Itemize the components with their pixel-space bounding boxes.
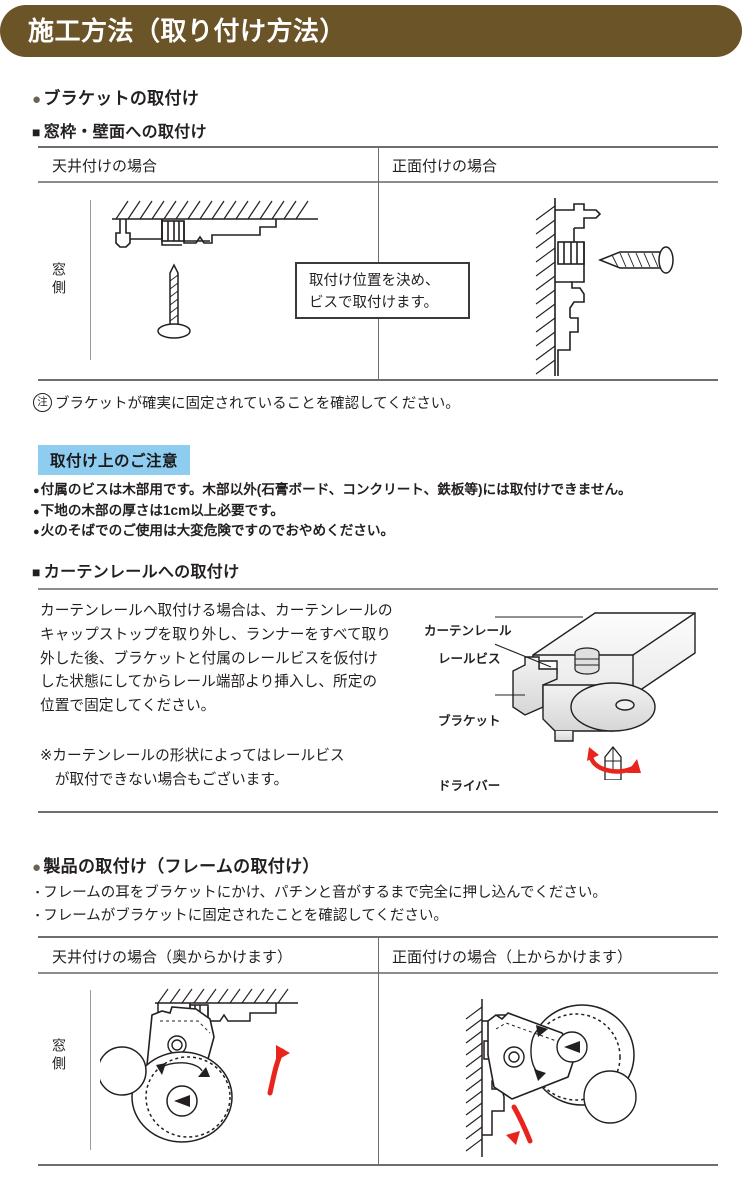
paragraph-line: 外した後、ブラケットと付属のレールビスを仮付け [40, 650, 378, 667]
bullet-circle-icon: ● [32, 859, 42, 876]
table1-col1-title: 天井付けの場合 [52, 158, 158, 175]
caution-item: 火のそばでのご使用は大変危険ですのでおやめください。 [33, 521, 632, 542]
callout-line-1: 取付け位置を決め、 [309, 273, 440, 289]
curtain-rail-bottom-border [38, 811, 718, 813]
table1-side-label: 窓側 [51, 262, 67, 298]
frame-ceiling-hook-diagram [100, 988, 298, 1143]
install-position-callout: 取付け位置を決め、 ビスで取付けます。 [295, 262, 470, 319]
label-bracket: ブラケット [438, 714, 501, 728]
curtain-rail-note: ※カーテンレールの形状によってはレールビス が取付できない場合もございます。 [40, 745, 345, 793]
caution-tag: 取付け上のご注意 [38, 445, 190, 475]
callout-line-2: ビスで取付けます。 [309, 295, 439, 312]
table1-side-rule [90, 200, 91, 360]
note-line: ※カーテンレールの形状によってはレールビス [40, 748, 345, 764]
curtain-rail-diagram [495, 612, 696, 780]
subsection-window-frame-heading: ■窓枠・壁面への取付け [32, 118, 207, 142]
face-mount-diagram [535, 198, 674, 376]
subsection-curtain-rail-label: カーテンレールへの取付け [43, 564, 240, 581]
table1-col2-title: 正面付けの場合 [392, 158, 498, 175]
label-driver: ドライバー [438, 779, 501, 793]
curtain-rail-top-border [38, 588, 718, 590]
frame-face-hook-diagram [465, 999, 637, 1157]
label-rail-screw: レールビス [438, 652, 501, 666]
curtain-rail-paragraph: カーテンレールへ取付ける場合は、カーテンレールの キャップストップを取り外し、ラ… [40, 600, 393, 719]
bullet-circle-icon: ● [32, 91, 42, 108]
frame-instruction-item: フレームの耳をブラケットにかけ、パチンと音がするまで完全に押し込んでください。 [36, 882, 607, 905]
table2-side-rule [90, 990, 91, 1150]
subsection-curtain-rail-heading: ■カーテンレールへの取付け [32, 558, 239, 582]
table2-column-divider [378, 936, 379, 1165]
frame-instruction-list: フレームの耳をブラケットにかけ、パチンと音がするまで完全に押し込んでください。 … [36, 882, 607, 929]
subsection-window-frame-label: 窓枠・壁面への取付け [43, 124, 207, 141]
ceiling-mount-diagram [112, 200, 318, 339]
table1-bottom-border [38, 379, 718, 381]
table2-col1-title: 天井付けの場合（奥からかけます） [52, 949, 293, 966]
paragraph-line: キャップストップを取り外し、ランナーをすべて取り [40, 626, 391, 643]
frame-instruction-item: フレームがブラケットに固定されたことを確認してください。 [36, 905, 607, 928]
section-frame-heading-label: 製品の取付け（フレームの取付け） [43, 857, 320, 876]
bullet-square-icon: ■ [32, 124, 41, 140]
section-bracket-heading-label: ブラケットの取付け [43, 89, 200, 108]
bracket-fix-note-text: ブラケットが確実に固定されていることを確認してください。 [55, 396, 460, 412]
note-line: が取付できない場合もございます。 [40, 771, 289, 788]
bullet-square-icon: ■ [32, 564, 41, 580]
bracket-fix-note: 注 ブラケットが確実に固定されていることを確認してください。 [33, 392, 460, 413]
table2-col2-title: 正面付けの場合（上からかけます） [392, 949, 633, 966]
note-mark-icon: 注 [33, 393, 52, 412]
table2-bottom-border [38, 1164, 718, 1166]
section-frame-heading: ●製品の取付け（フレームの取付け） [32, 852, 320, 877]
page-header: 施工方法（取り付け方法） [0, 5, 742, 57]
caution-item: 下地の木部の厚さは1cm以上必要です。 [33, 501, 632, 522]
caution-item: 付属のビスは木部用です。木部以外(石膏ボード、コンクリート、鉄板等)には取付けで… [33, 480, 632, 501]
table2-side-label: 窓側 [51, 1038, 67, 1074]
paragraph-line: カーテンレールへ取付ける場合は、カーテンレールの [40, 603, 393, 619]
paragraph-line: した状態にしてからレール端部より挿入し、所定の [40, 674, 378, 691]
section-bracket-heading: ●ブラケットの取付け [32, 84, 199, 109]
caution-list: 付属のビスは木部用です。木部以外(石膏ボード、コンクリート、鉄板等)には取付けで… [33, 480, 632, 542]
label-curtain-rail: カーテンレール [424, 624, 512, 638]
page-title: 施工方法（取り付け方法） [28, 16, 347, 46]
paragraph-line: 位置で固定してください。 [40, 698, 216, 715]
